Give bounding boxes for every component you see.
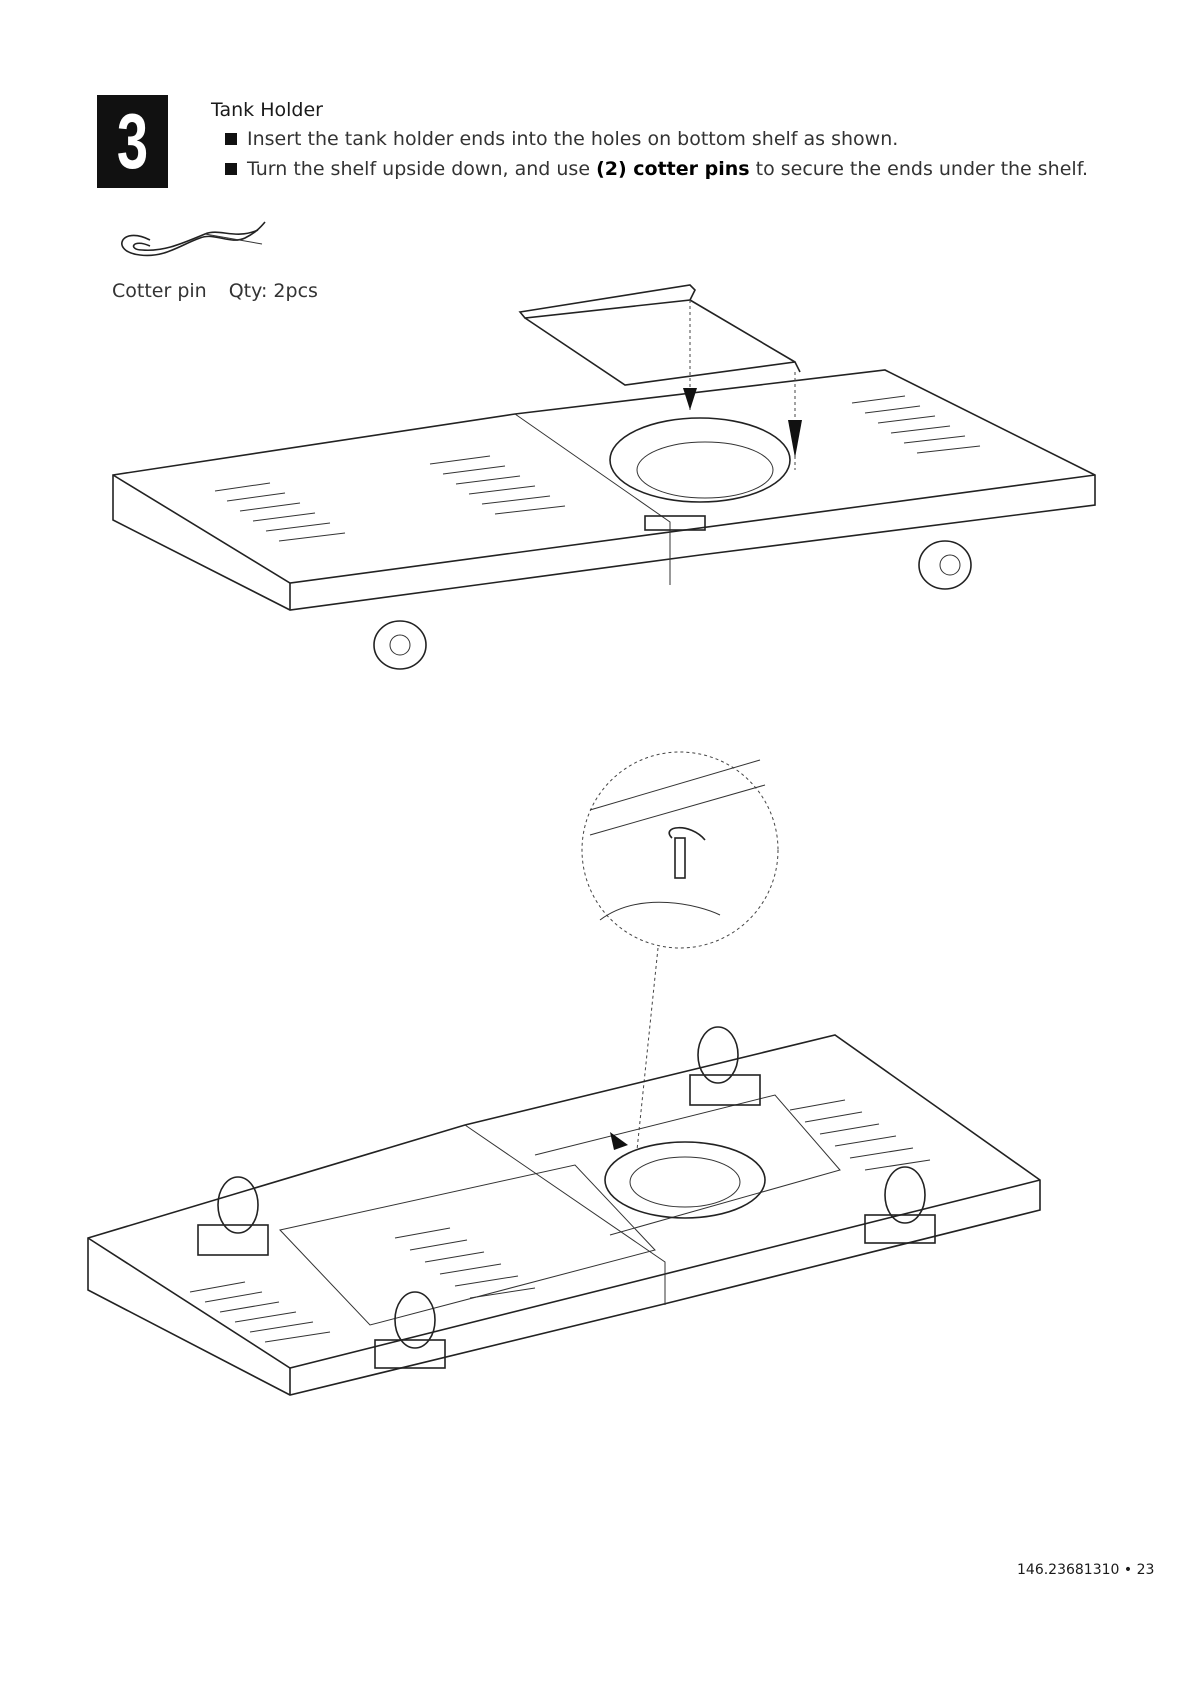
tank-holder-part [520, 285, 802, 470]
page-footer: 146.23681310 • 23 [1017, 1562, 1154, 1578]
cotter-pin-detail-callout [582, 752, 778, 1150]
cotter-pin-icon [122, 222, 265, 255]
caster-wheel-icon [198, 1027, 935, 1368]
shelf-bottom-view [88, 1027, 1040, 1395]
shelf-top-view [113, 370, 1095, 669]
